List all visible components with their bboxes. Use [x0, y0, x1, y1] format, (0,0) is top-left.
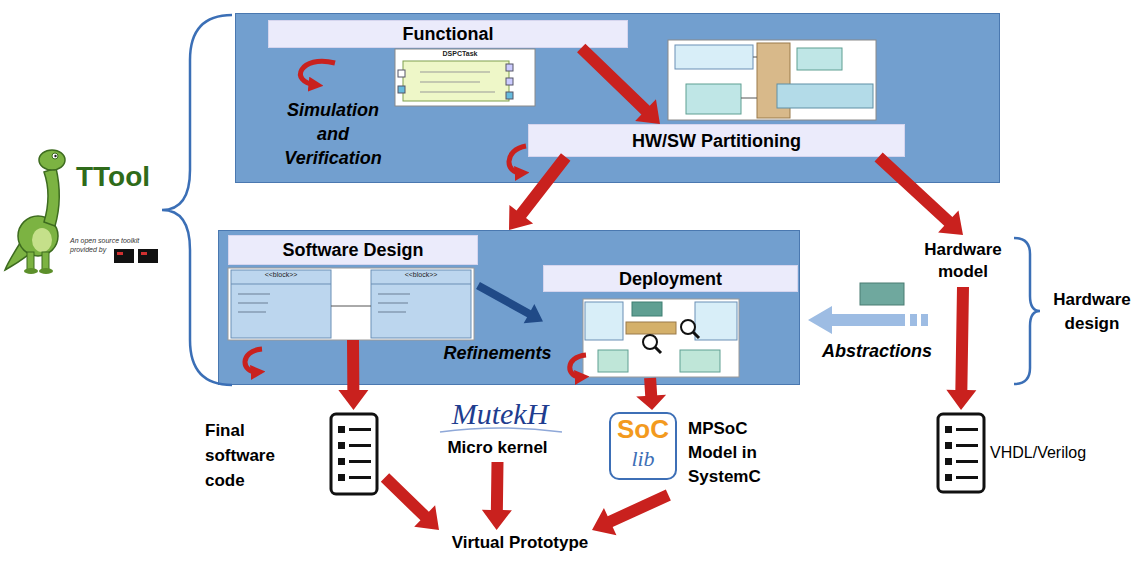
institution-logo-mark — [117, 252, 123, 255]
output-item: VHDL/Verilog — [935, 410, 1140, 495]
node-text: Hardware model — [905, 239, 1021, 283]
node-text: Micro kernel — [447, 438, 547, 458]
soclib-logo-text: lib — [631, 446, 654, 472]
text-holder: Final software code — [205, 410, 289, 500]
text-holder: SoC — [610, 414, 676, 445]
text-holder: Simulation and Verification — [270, 89, 396, 179]
tool-panel: Software DesignDeploymentRefinements — [218, 230, 800, 385]
mascot-neck — [44, 168, 59, 226]
bullet — [945, 426, 952, 433]
mascot-belly — [32, 228, 52, 252]
text-holder: Hardware design — [1042, 288, 1142, 336]
output-item: Final software code — [205, 410, 385, 500]
text-holder: Refinements — [440, 340, 555, 366]
text-holder: An open source toolkit provided by — [70, 236, 148, 254]
text-holder: lib — [610, 446, 676, 472]
text-line — [349, 460, 371, 463]
bullet — [945, 474, 952, 481]
text-holder: HW/SW Partitioning — [528, 124, 905, 157]
text-holder: Micro kernel — [425, 436, 570, 460]
institution-logo — [138, 249, 158, 263]
text-line — [956, 476, 978, 479]
stage-header: Functional — [268, 20, 628, 48]
text-line — [956, 428, 978, 431]
text-line — [349, 476, 371, 479]
text-holder: Virtual Prototype — [430, 530, 610, 556]
mascot-leg — [27, 252, 34, 270]
text-line — [956, 444, 978, 447]
node-text: Refinements — [443, 342, 551, 364]
node-text: Deployment — [619, 268, 722, 290]
mascot-head — [39, 150, 65, 170]
soclib-logo — [610, 413, 676, 479]
flow-arrow — [482, 462, 512, 530]
abstraction-dash — [921, 314, 928, 326]
tool-panel: FunctionalHW/SW Partitioning Simulation a… — [235, 13, 1000, 183]
mascot-foot — [24, 268, 38, 274]
document-icon — [331, 414, 377, 494]
document-outline — [331, 414, 377, 494]
hardware-model: Hardware model — [905, 235, 1021, 287]
kernel-logo-text: MutekH — [452, 396, 549, 432]
flow-arrow — [946, 287, 976, 410]
text-holder: Functional — [268, 20, 628, 48]
node-text: Simulation and Verification — [270, 98, 396, 170]
flow-arrow — [381, 473, 439, 530]
node-text: Functional — [403, 23, 494, 45]
text-line — [956, 460, 978, 463]
node-text: Virtual Prototype — [452, 533, 589, 553]
screenshot-text: DSPCTask — [443, 50, 478, 58]
text-holder: MPSoC Model in SystemC — [688, 410, 786, 495]
bullet — [338, 426, 345, 433]
text-holder: Abstractions — [812, 340, 942, 362]
stage-header: HW/SW Partitioning — [528, 124, 905, 157]
group-brace — [1014, 238, 1040, 384]
screenshot-text: <<block>> — [405, 271, 438, 279]
text-holder: MutekH — [430, 396, 570, 432]
text-holder: <<block>> — [250, 271, 312, 279]
text-holder: Software Design — [228, 235, 478, 265]
text-line — [349, 428, 371, 431]
mascot-pupil — [54, 155, 56, 157]
institution-logo — [114, 249, 134, 263]
mascot-eye — [52, 153, 58, 159]
stage-header: Deployment — [543, 265, 798, 378]
tool-tagline: An open source toolkit provided by — [70, 236, 148, 254]
node-text: VHDL/Verilog — [990, 443, 1086, 462]
tool-logo-text: TTool — [76, 160, 150, 194]
text-holder: <<block>> — [390, 271, 452, 279]
node-text: HW/SW Partitioning — [632, 130, 801, 152]
document-outline — [938, 414, 984, 492]
virtual-prototype: Virtual Prototype — [430, 530, 610, 556]
bullet — [945, 442, 952, 449]
text-holder: DSPCTask — [426, 50, 494, 58]
text-holder: Hardware model — [905, 235, 1021, 287]
bullet — [338, 442, 345, 449]
text-holder: TTool — [68, 160, 158, 194]
soclib-logo-text: SoC — [617, 414, 669, 445]
text-line — [349, 444, 371, 447]
screenshot-text: <<block>> — [265, 271, 298, 279]
node-text: Software Design — [282, 239, 423, 261]
text-holder: Deployment — [543, 265, 798, 292]
abstraction-arrow — [808, 306, 905, 334]
ttool-mascot — [5, 150, 65, 274]
arrow-label: Abstractions — [822, 340, 932, 362]
bullet — [945, 458, 952, 465]
mascot-leg — [42, 252, 49, 270]
mascot-foot — [39, 268, 53, 274]
bracket-label: Hardware design — [1042, 288, 1142, 336]
abstraction-dash — [910, 314, 917, 326]
node-text: MPSoC Model in SystemC — [688, 417, 786, 489]
flow-arrow — [592, 490, 671, 536]
hardware-block-icon — [860, 283, 904, 305]
node-text: Final software code — [205, 418, 289, 493]
document-icon — [938, 414, 984, 492]
institution-logo-mark — [141, 252, 147, 255]
stage-header: Software Design — [228, 235, 478, 340]
text-holder: VHDL/Verilog — [990, 410, 1140, 495]
bullet — [338, 458, 345, 465]
bullet — [338, 474, 345, 481]
